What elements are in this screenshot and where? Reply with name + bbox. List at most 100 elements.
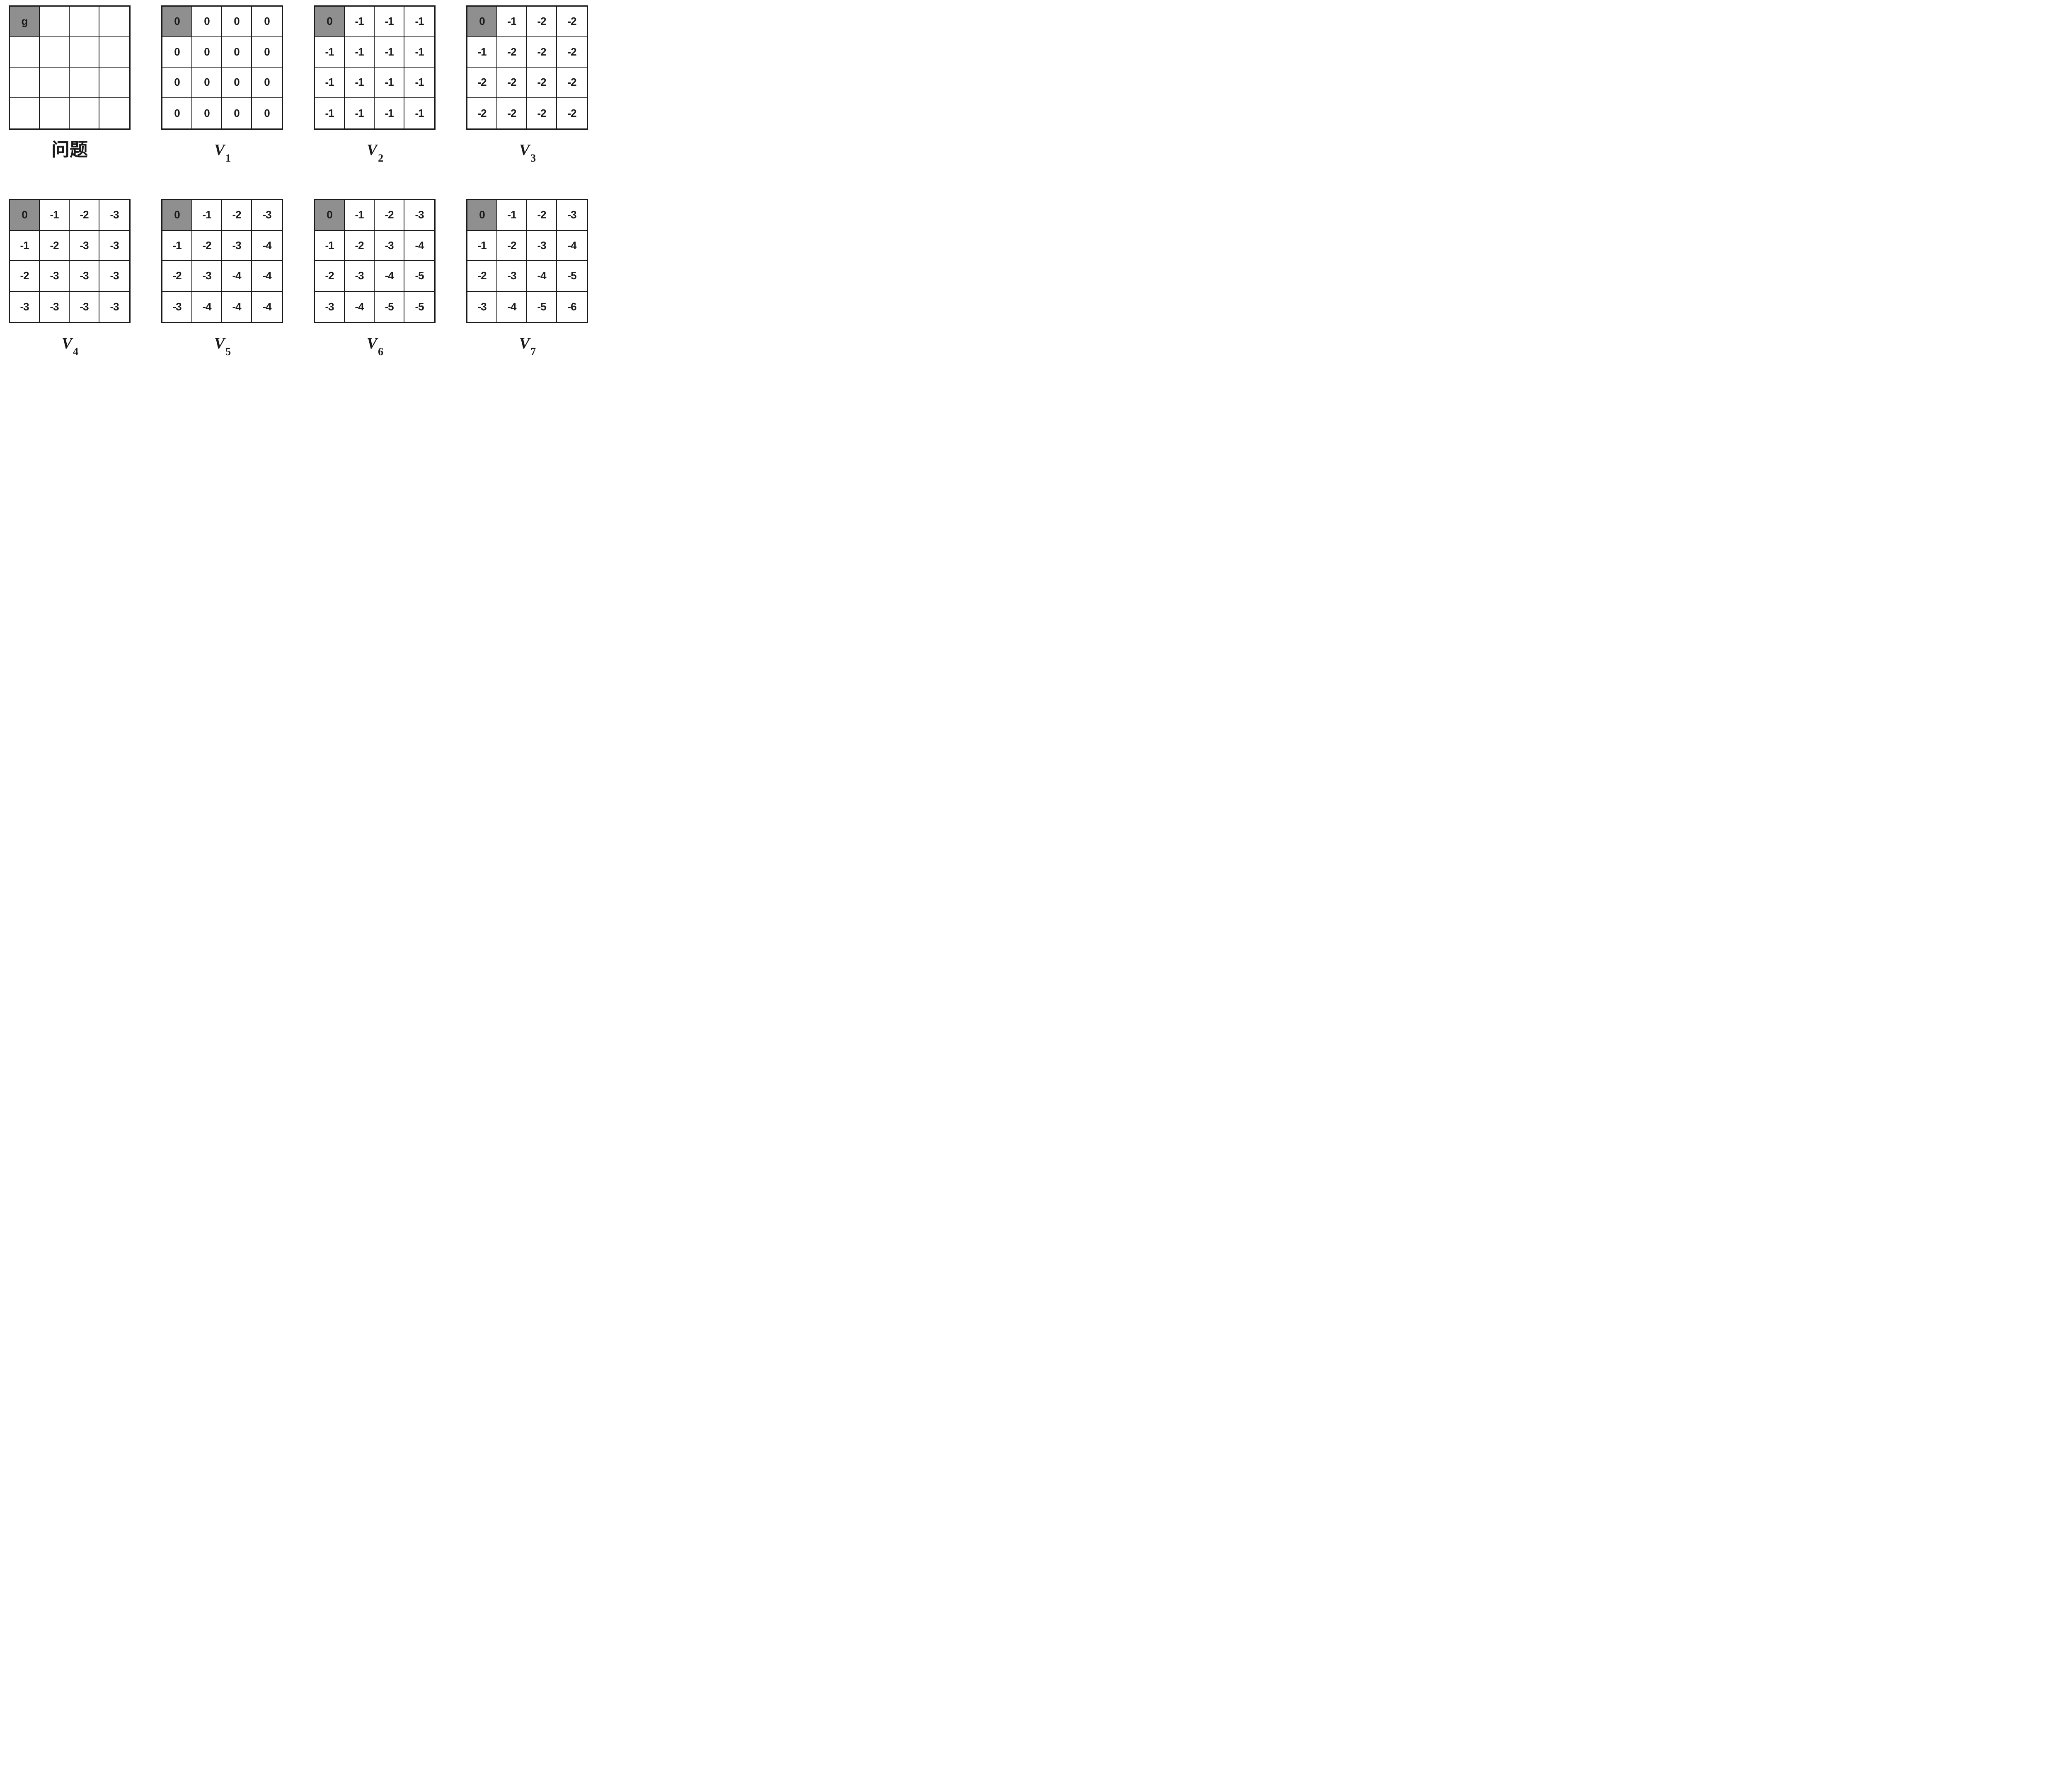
grid-cell: 0 [252, 7, 282, 37]
grid-cell: 0 [222, 68, 252, 98]
goal-cell: g [10, 7, 40, 37]
panel-caption: V3 [519, 138, 536, 164]
value-grid: 0-1-1-1-1-1-1-1-1-1-1-1-1-1-1-1 [314, 5, 436, 130]
grid-cell: -1 [345, 68, 375, 98]
grid-cell [40, 7, 70, 37]
grid-cell: -1 [345, 200, 375, 231]
grid-cell: -3 [70, 230, 99, 261]
grid-cell: -2 [10, 261, 40, 292]
grid-cell: 0 [222, 37, 252, 68]
goal-cell: 0 [10, 200, 40, 231]
grid-cell: -3 [497, 261, 527, 292]
grid-cell: 0 [192, 68, 222, 98]
grid-cell [10, 68, 40, 98]
caption-subscript: 2 [378, 152, 384, 164]
grid-cell: -1 [10, 230, 40, 261]
value-grid: 0-1-2-3-1-2-3-4-2-3-4-4-3-4-4-4 [161, 199, 283, 323]
caption-variable: V [366, 141, 378, 159]
caption-variable: V [214, 335, 225, 352]
grid-cell: -2 [467, 261, 497, 292]
grid-cell: -3 [40, 261, 70, 292]
caption-subscript: 6 [378, 345, 384, 358]
grid-cell: -3 [315, 291, 345, 322]
panel-caption: 问题 [51, 138, 88, 162]
grid-cell: -2 [497, 98, 527, 128]
grid-cell: -3 [70, 261, 99, 292]
grid-cell: 0 [192, 7, 222, 37]
grid-cell: -5 [415, 300, 424, 313]
grid-cell: -2 [222, 200, 252, 231]
caption-math-label: V5 [214, 335, 231, 357]
grid-cell: -2 [527, 98, 557, 128]
grid-cell: -2 [557, 7, 587, 37]
caption-text: 问题 [51, 140, 88, 160]
grid-cell: -1 [404, 37, 434, 68]
grid-cell: 0 [264, 106, 270, 119]
grid-cell: -1 [315, 230, 345, 261]
grid-cell: 0 [162, 98, 192, 128]
goal-cell: 0 [162, 200, 192, 231]
grid-cell: -3 [557, 200, 587, 231]
grid-cell: 0 [192, 37, 222, 68]
grid-cell: -4 [345, 291, 375, 322]
panel-caption: V6 [366, 332, 383, 357]
grid-cell: -2 [345, 230, 375, 261]
grid-cell: -5 [375, 291, 404, 322]
caption-subscript: 3 [530, 152, 536, 164]
grid-cell: -1 [345, 37, 375, 68]
grid-cell: -3 [99, 200, 129, 231]
grid-cell: -1 [467, 37, 497, 68]
grid-cell: -4 [222, 261, 252, 292]
caption-subscript: 5 [225, 345, 231, 358]
grid-cell: -2 [557, 37, 587, 68]
grid-cell [10, 37, 40, 68]
grid-cell: -2 [162, 261, 192, 292]
grid-cell: -3 [70, 291, 99, 322]
caption-math-label: V1 [214, 142, 231, 163]
grid-cell: -1 [345, 98, 375, 128]
grid-cell [40, 68, 70, 98]
grid-cell: -3 [467, 291, 497, 322]
grid-cell [99, 68, 129, 98]
grid-cell [99, 37, 129, 68]
grid-cell: -3 [404, 200, 434, 231]
grid-cell [10, 98, 40, 128]
grid-cell: -3 [222, 230, 252, 261]
grid-cell: -4 [527, 261, 557, 292]
grid-cell [70, 98, 99, 128]
value-grid: g [9, 5, 131, 130]
grid-cell: -2 [40, 230, 70, 261]
value-grid: 0-1-2-3-1-2-3-3-2-3-3-3-3-3-3-3 [9, 199, 131, 323]
grid-cell: -1 [375, 98, 404, 128]
grid-cell: 0 [222, 7, 252, 37]
value-grid: 0-1-2-3-1-2-3-4-2-3-4-5-3-4-5-6 [466, 199, 588, 323]
grid-cell: -3 [10, 291, 40, 322]
grid-cell: 0 [162, 68, 192, 98]
grid-cell: -4 [375, 261, 404, 292]
grid-cell: -2 [527, 37, 557, 68]
grid-cell: -2 [497, 37, 527, 68]
goal-cell: 0 [315, 200, 345, 231]
grid-cell: 0 [252, 68, 282, 98]
panel-caption: V7 [519, 332, 536, 357]
caption-math-label: V6 [366, 335, 383, 357]
grid-cell: -1 [192, 200, 222, 231]
value-grid: 0-1-2-2-1-2-2-2-2-2-2-2-2-2-2-2 [466, 5, 588, 130]
grid-cell: -1 [315, 98, 345, 128]
grid-cell: -4 [192, 291, 222, 322]
caption-variable: V [366, 335, 378, 352]
grid-cell: -1 [315, 37, 345, 68]
grid-cell: -1 [467, 230, 497, 261]
grid-cell: -4 [262, 300, 271, 313]
panel-caption: V5 [214, 332, 231, 357]
grid-cell: -3 [192, 261, 222, 292]
grid-cell: -1 [315, 68, 345, 98]
caption-math-label: V7 [519, 336, 536, 357]
caption-variable: V [519, 141, 530, 159]
grid-cell: -5 [557, 261, 587, 292]
